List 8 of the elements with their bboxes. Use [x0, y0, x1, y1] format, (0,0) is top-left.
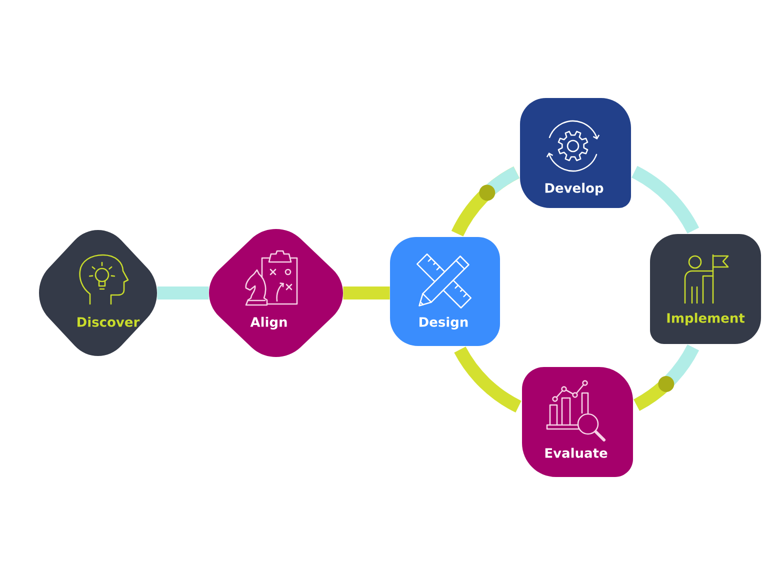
connector-band — [157, 286, 209, 300]
connector-band — [343, 286, 390, 300]
rounded-box: Evaluate — [522, 367, 633, 477]
rounded-box: Design — [390, 237, 500, 346]
rounded-box: Develop — [520, 98, 631, 208]
rounded-box: Implement — [650, 234, 761, 344]
connector-band — [631, 166, 699, 234]
connector-band — [454, 346, 522, 412]
